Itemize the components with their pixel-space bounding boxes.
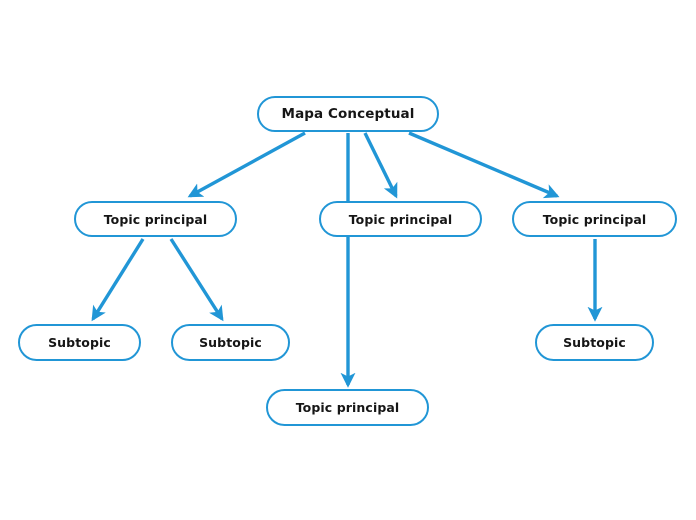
node-subtopic-3-label: Subtopic	[563, 335, 626, 350]
node-topic-mid[interactable]: Topic principal	[319, 201, 482, 237]
edge-root-to-topic-left	[187, 131, 306, 198]
node-topic-right[interactable]: Topic principal	[512, 201, 677, 237]
node-topic-mid-label: Topic principal	[348, 211, 453, 227]
node-topic-left[interactable]: Topic principal	[74, 201, 237, 237]
node-subtopic-1[interactable]: Subtopic	[18, 324, 141, 361]
node-topic-bottom[interactable]: Topic principal	[266, 389, 429, 426]
node-topic-right-label: Topic principal	[542, 211, 647, 227]
node-subtopic-2-label: Subtopic	[199, 335, 262, 350]
edge-topic-left-to-sub-2	[169, 238, 224, 322]
node-subtopic-2[interactable]: Subtopic	[171, 324, 290, 361]
edge-root-to-topic-mid	[363, 132, 398, 199]
node-topic-left-label: Topic principal	[103, 211, 208, 227]
node-subtopic-1-label: Subtopic	[48, 335, 111, 350]
edge-topic-left-to-sub-1	[91, 238, 145, 322]
node-root-label: Mapa Conceptual	[281, 106, 415, 122]
node-root[interactable]: Mapa Conceptual	[257, 96, 439, 132]
edge-root-to-topic-right	[408, 131, 560, 199]
node-subtopic-3[interactable]: Subtopic	[535, 324, 654, 361]
node-topic-bottom-label: Topic principal	[295, 400, 400, 415]
